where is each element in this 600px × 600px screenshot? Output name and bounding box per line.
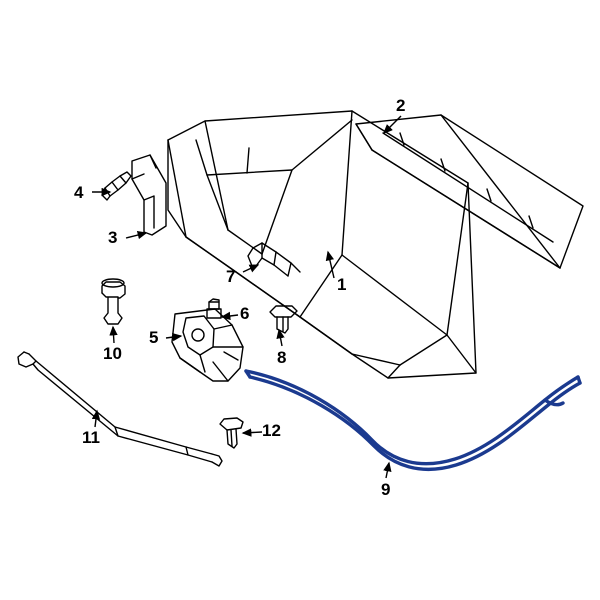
hood-release-cable-group	[244, 369, 582, 472]
latch-bolt-lower-group	[269, 305, 298, 334]
hood-latch-rod-group	[247, 242, 301, 277]
hood-hinge-group	[131, 154, 167, 236]
callout-label-9: 9	[381, 480, 391, 499]
callout-leaders	[91, 115, 402, 479]
hood-latch-group	[171, 308, 244, 382]
callout-label-3: 3	[108, 228, 118, 247]
callout-label-5: 5	[149, 328, 159, 347]
callout-label-7: 7	[226, 267, 236, 286]
callout-label-2: 2	[396, 96, 406, 115]
hood-weatherstrip-group	[355, 114, 584, 269]
hinge-bolt-group	[101, 171, 132, 201]
callout-label-12: 12	[262, 421, 281, 440]
hood-prop-rod-group	[17, 351, 223, 467]
callout-label-11: 11	[82, 428, 100, 447]
hood-panel-group	[167, 110, 477, 379]
callout-label-1: 1	[337, 275, 347, 294]
latch-bolt-upper-group	[206, 298, 222, 319]
callout-label-10: 10	[103, 344, 122, 363]
callout-label-6: 6	[240, 304, 250, 323]
callout-label-4: 4	[74, 183, 84, 202]
prop-rod-screw-group	[219, 417, 244, 449]
callout-label-8: 8	[277, 348, 287, 367]
hood-bumper-stop-group	[101, 278, 126, 325]
